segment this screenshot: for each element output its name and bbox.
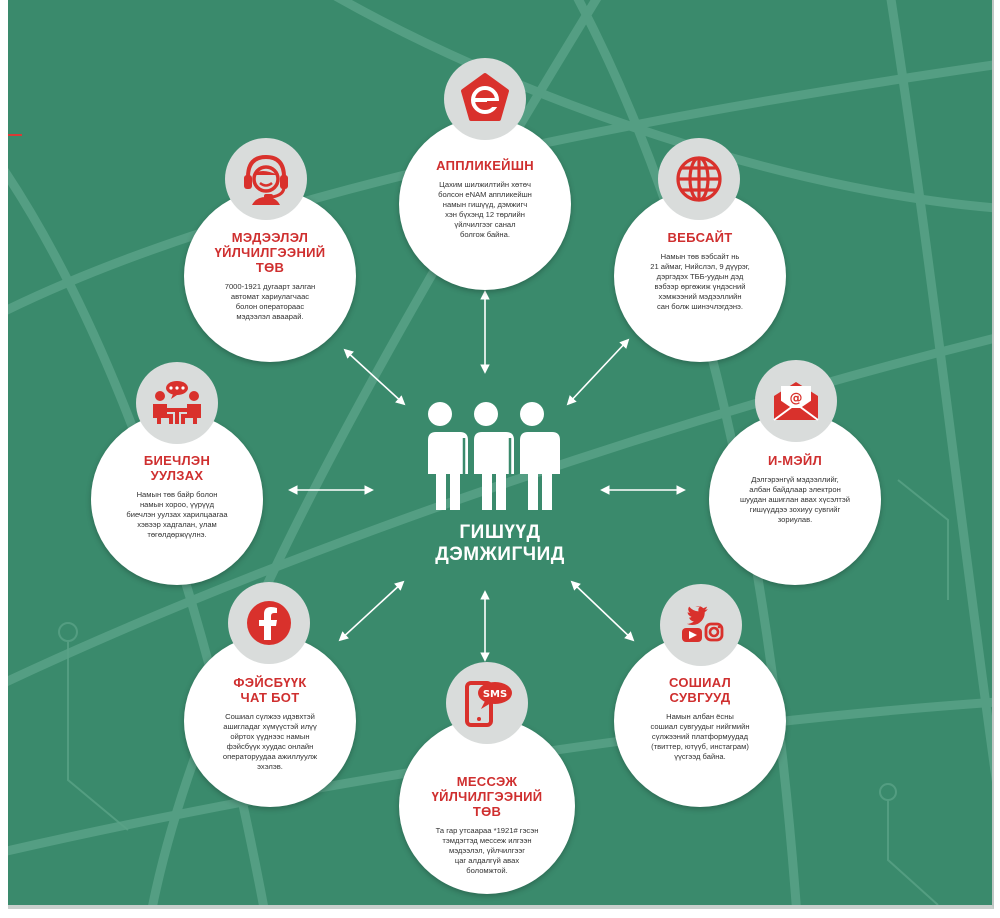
svg-text:@: @ xyxy=(790,391,803,406)
app-icon-badge xyxy=(444,58,526,140)
sms-title: МЕССЭЖ ҮЙЛЧИЛГЭЭНИЙ ТӨВ xyxy=(431,774,543,819)
facebook-title: ФЭЙСБҮҮК ЧАТ БОТ xyxy=(233,675,307,705)
social-title: СОШИАЛ СУВГУУД xyxy=(668,675,732,705)
social-desc: Намын албан ёсны сошиал сувгуудыг нийгми… xyxy=(650,712,750,761)
e-logo-icon xyxy=(461,73,509,121)
sms-card: МЕССЭЖ ҮЙЛЧИЛГЭЭНИЙ ТӨВ Та гар утсаараа … xyxy=(399,718,575,894)
people-group-icon xyxy=(420,402,560,510)
email-desc: Дэлгэрэнгүй мэдээллийг, албан байдлаар э… xyxy=(739,475,851,524)
sms-badge-text: SMS xyxy=(483,689,507,700)
red-edge-mark xyxy=(8,134,22,136)
info-title: МЭДЭЭЛЭЛ ҮЙЛЧИЛГЭЭНИЙ ТӨВ xyxy=(214,230,326,275)
center-title: ГИШҮҮД ДЭМЖИГЧИД xyxy=(435,522,565,565)
facebook-desc: Сошиал сүлжээ идэвхтэй ашигладаг хүмүүст… xyxy=(222,712,318,771)
meeting-desc: Намын төв байр болон намын хороо, үүрүүд… xyxy=(126,490,228,539)
sms-icon-badge: SMS xyxy=(446,662,528,744)
sms-desc: Та гар утсаараа *1921# гэсэн тэмдэгтэд м… xyxy=(435,826,539,875)
app-card: АППЛИКЕЙШН Цахим шилжилтийн хөтөч болсон… xyxy=(399,118,571,290)
info-desc: 7000-1921 дугаарт залган автомат хариула… xyxy=(224,282,316,321)
email-title: И-МЭЙЛ xyxy=(767,453,823,468)
info-icon-badge xyxy=(225,138,307,220)
sms-phone-icon: SMS xyxy=(465,681,512,727)
web-icon-badge xyxy=(658,138,740,220)
email-icon: @ xyxy=(773,382,819,421)
app-desc: Цахим шилжилтийн хөтөч болсон eNAM аппли… xyxy=(438,180,532,239)
social-icon-badge xyxy=(660,584,742,666)
meeting-icon-badge xyxy=(136,362,218,444)
facebook-card: ФЭЙСБҮҮК ЧАТ БОТ Сошиал сүлжээ идэвхтэй … xyxy=(184,635,356,807)
meeting-icon xyxy=(153,381,201,424)
headset-operator-icon xyxy=(244,154,288,205)
facebook-icon xyxy=(247,601,291,645)
app-title: АППЛИКЕЙШН xyxy=(436,158,534,173)
email-icon-badge: @ xyxy=(755,360,837,442)
web-desc: Намын төв вэбсайт нь 21 аймаг, Нийслэл, … xyxy=(650,252,750,311)
social-media-icon xyxy=(682,606,724,642)
web-title: ВЕБСАЙТ xyxy=(667,230,733,245)
facebook-icon-badge xyxy=(228,582,310,664)
globe-icon xyxy=(676,156,722,202)
meeting-title: БИЕЧЛЭН УУЛЗАХ xyxy=(143,453,211,483)
